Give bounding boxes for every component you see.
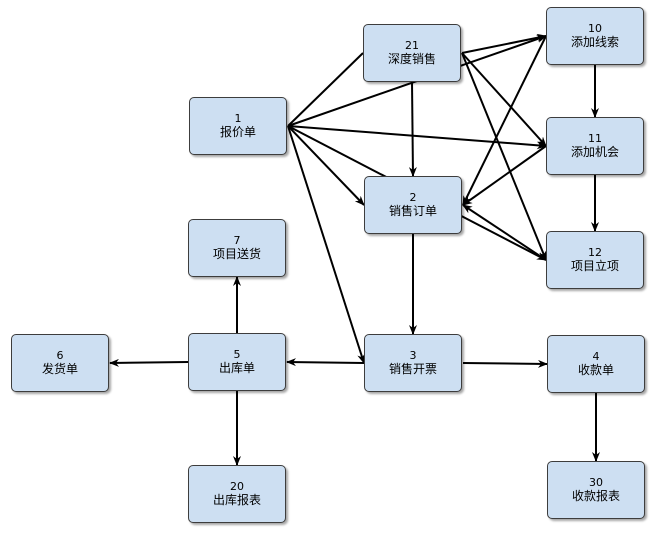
node-label: 报价单: [219, 125, 256, 139]
node-number: 4: [592, 350, 600, 363]
edge-12-to-2[interactable]: [462, 204, 547, 261]
node-label: 收款单: [577, 363, 614, 377]
node-label: 深度销售: [387, 52, 436, 66]
node-30[interactable]: 30 收款报表: [547, 461, 645, 519]
node-label: 项目立项: [570, 259, 619, 273]
node-number: 7: [233, 234, 241, 247]
edge-21-to-1[interactable]: [287, 52, 364, 127]
node-4[interactable]: 4 收款单: [547, 335, 645, 393]
node-number: 10: [588, 22, 602, 35]
node-number: 3: [409, 349, 417, 362]
edge-5-to-6[interactable]: [109, 358, 189, 367]
edge-1-to-2[interactable]: [287, 125, 365, 206]
node-label: 出库报表: [212, 493, 261, 507]
node-11[interactable]: 11 添加机会: [546, 117, 644, 175]
node-3[interactable]: 3 销售开票: [364, 334, 462, 392]
node-21[interactable]: 21 深度销售: [363, 24, 461, 82]
node-label: 销售订单: [388, 204, 437, 218]
node-number: 30: [589, 476, 603, 489]
node-2[interactable]: 2 销售订单: [364, 176, 462, 234]
edge-1-to-3[interactable]: [287, 125, 366, 364]
edge-21-to-10[interactable]: [461, 33, 547, 54]
node-6[interactable]: 6 发货单: [11, 334, 109, 392]
node-label: 项目送货: [212, 247, 261, 261]
node-number: 21: [405, 39, 419, 52]
node-number: 1: [234, 112, 242, 125]
node-number: 2: [409, 191, 417, 204]
node-label: 添加线索: [570, 35, 619, 49]
node-10[interactable]: 10 添加线索: [546, 7, 644, 65]
edge-21-to-11[interactable]: [461, 52, 547, 147]
node-20[interactable]: 20 出库报表: [188, 465, 286, 523]
edge-3-to-5[interactable]: [286, 358, 365, 367]
node-label: 销售开票: [388, 362, 437, 376]
node-number: 20: [230, 480, 244, 493]
edge-1-to-11[interactable]: [287, 125, 547, 150]
edge-3-to-4[interactable]: [462, 359, 548, 368]
edge-11-to-2[interactable]: [462, 145, 547, 206]
node-number: 11: [588, 132, 602, 145]
node-number: 6: [56, 349, 64, 362]
node-7[interactable]: 7 项目送货: [188, 219, 286, 277]
edge-21-to-2[interactable]: [408, 81, 417, 177]
node-number: 12: [588, 246, 602, 259]
edge-10-to-2[interactable]: [462, 35, 547, 206]
node-12[interactable]: 12 项目立项: [546, 231, 644, 289]
node-label: 添加机会: [570, 145, 619, 159]
node-5[interactable]: 5 出库单: [188, 333, 286, 391]
node-label: 发货单: [41, 362, 78, 376]
node-label: 出库单: [218, 361, 255, 375]
edge-21-to-12[interactable]: [461, 52, 547, 261]
node-number: 5: [233, 348, 241, 361]
node-label: 收款报表: [571, 489, 620, 503]
node-1[interactable]: 1 报价单: [189, 97, 287, 155]
